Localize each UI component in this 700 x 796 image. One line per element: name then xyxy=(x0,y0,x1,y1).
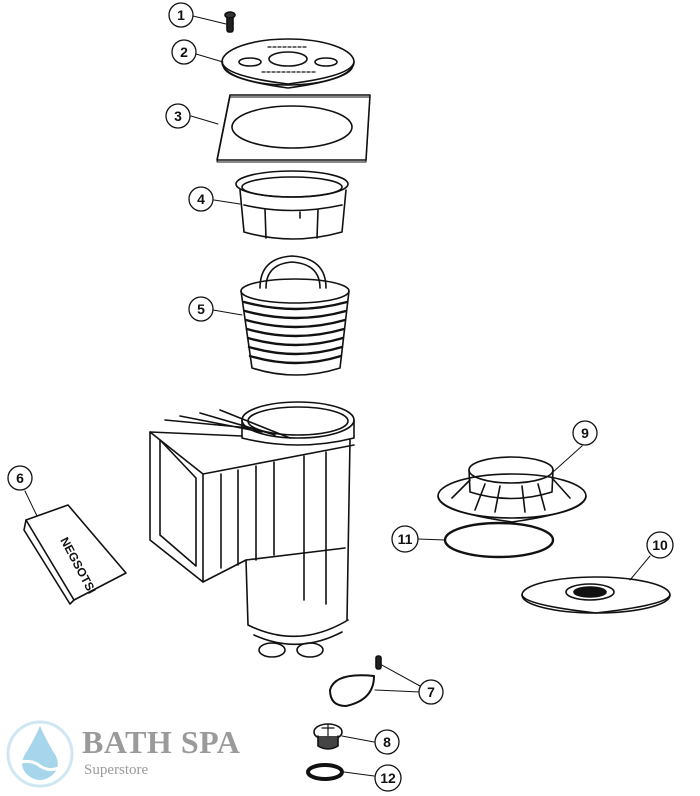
callout-6 xyxy=(7,465,33,491)
callout-label-9: 9 xyxy=(581,425,589,441)
callout-9 xyxy=(572,420,598,446)
callout-label-5: 5 xyxy=(197,301,205,317)
callout-label-6: 6 xyxy=(16,470,24,486)
callout-label-7: 7 xyxy=(427,684,435,700)
callout-label-3: 3 xyxy=(174,108,182,124)
part-11-o-ring xyxy=(443,521,555,559)
part-5-basket xyxy=(240,255,350,376)
bath-spa-logo: BATH SPA Superstore xyxy=(4,718,264,790)
callout-label-1: 1 xyxy=(177,7,185,23)
part-10-disc xyxy=(521,576,671,614)
part-12-gasket xyxy=(306,763,344,781)
callout-8 xyxy=(374,729,400,755)
part-3-collar-plate xyxy=(216,94,371,163)
callout-11 xyxy=(391,525,419,553)
callout-label-10: 10 xyxy=(652,537,668,553)
part-4-extension-ring xyxy=(235,170,349,240)
logo-subtitle: Superstore xyxy=(84,762,149,778)
callout-label-8: 8 xyxy=(383,734,391,750)
callout-label-12: 12 xyxy=(380,770,396,786)
callout-12 xyxy=(374,764,402,792)
callout-label-11: 11 xyxy=(398,531,413,547)
logo-title: BATH SPA xyxy=(82,724,241,760)
callout-label-4: 4 xyxy=(197,191,205,207)
skimmer-body xyxy=(149,401,355,658)
part-7-flap-and-screw xyxy=(329,655,382,707)
part-9-vacuum-plate xyxy=(437,456,587,523)
part-8-plug xyxy=(313,723,343,750)
part-1-screw xyxy=(224,11,236,33)
callout-10 xyxy=(646,531,674,559)
callout-label-2: 2 xyxy=(180,44,188,60)
callout-7 xyxy=(418,679,444,705)
part-6-weir-flap: NEGSOTSI xyxy=(23,504,127,605)
callout-5 xyxy=(188,296,214,322)
part-2-lid xyxy=(221,38,355,89)
svg-text:NEGSOTSI: NEGSOTSI xyxy=(57,535,98,596)
water-drop-icon xyxy=(6,720,74,788)
callout-3 xyxy=(165,103,191,129)
callout-1 xyxy=(168,2,194,28)
callout-2 xyxy=(171,39,197,65)
callout-4 xyxy=(188,186,214,212)
